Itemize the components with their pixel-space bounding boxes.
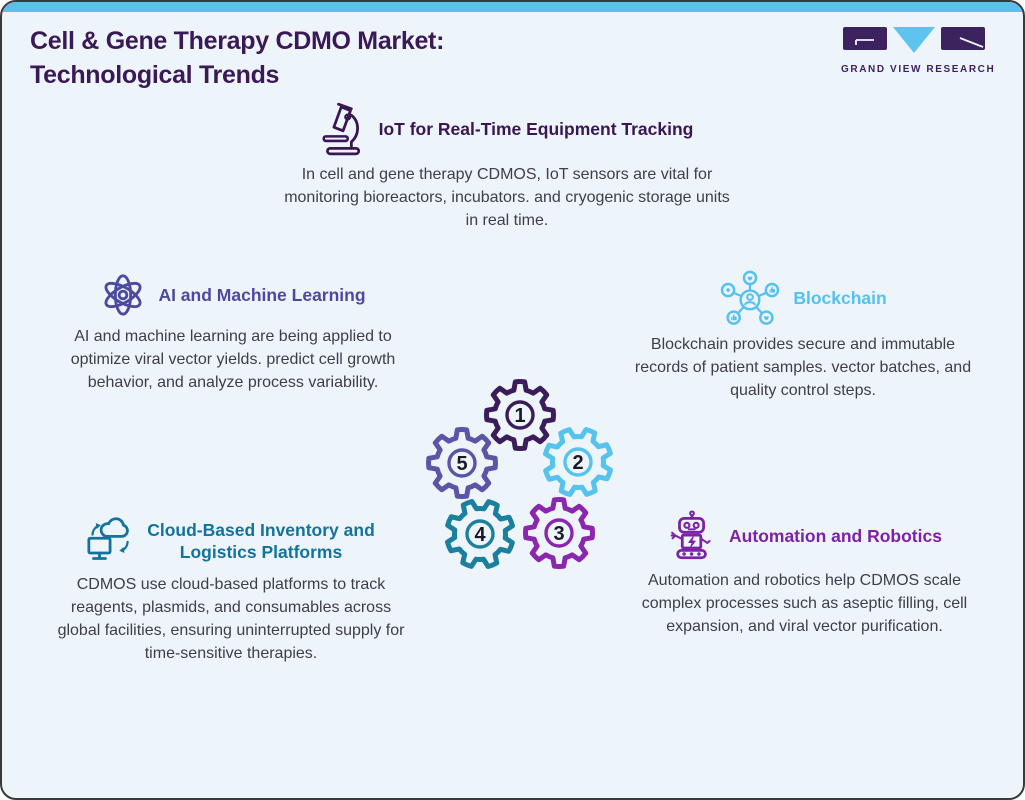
section-blockchain: Blockchain Blockchain provides secure an…	[617, 270, 989, 402]
gear-3: 3	[523, 497, 595, 569]
page-title: Cell & Gene Therapy CDMO Market: Technol…	[30, 27, 445, 89]
section-ai-body: AI and machine learning are being applie…	[70, 328, 396, 391]
section-iot-title: IoT for Real-Time Equipment Tracking	[378, 119, 694, 139]
section-ai-header: AI and Machine Learning	[44, 272, 422, 318]
gear-number: 2	[572, 452, 583, 474]
section-cloud-title: Cloud-Based Inventory and Logistics Plat…	[147, 520, 375, 562]
section-ai: AI and Machine Learning AI and machine l…	[44, 272, 422, 394]
section-ai-title: AI and Machine Learning	[158, 285, 366, 305]
section-cloud-header: Cloud-Based Inventory and Logistics Plat…	[35, 516, 427, 566]
gvr-logo-mark	[843, 27, 985, 53]
section-iot: IoT for Real-Time Equipment Tracking In …	[262, 102, 752, 232]
section-iot-header: IoT for Real-Time Equipment Tracking	[262, 102, 752, 156]
gear-5: 5	[426, 427, 498, 499]
section-blockchain-title: Blockchain	[793, 288, 887, 308]
gear-2: 2	[543, 427, 613, 497]
atom-icon	[100, 272, 146, 318]
section-blockchain-body: Blockchain provides secure and immutable…	[634, 336, 972, 399]
cloud-computing-icon	[87, 516, 135, 566]
section-automation: Automation and Robotics Automation and r…	[617, 510, 992, 638]
gear-cluster: 1 2 3 4 5	[426, 379, 613, 569]
top-accent-bar	[2, 2, 1023, 12]
section-cloud: Cloud-Based Inventory and Logistics Plat…	[35, 516, 427, 665]
gear-number: 4	[474, 524, 486, 546]
gear-4: 4	[445, 499, 515, 569]
blockchain-network-icon	[719, 270, 781, 326]
gvr-logo-text: GRAND VIEW RESEARCH	[841, 64, 996, 75]
section-iot-body: In cell and gene therapy CDMOS, IoT sens…	[284, 166, 730, 229]
section-automation-title: Automation and Robotics	[729, 526, 942, 546]
robot-icon	[667, 510, 717, 562]
microscope-icon	[321, 102, 367, 156]
gear-number: 5	[456, 453, 467, 475]
section-automation-body: Automation and robotics help CDMOS scale…	[641, 572, 968, 635]
section-automation-header: Automation and Robotics	[617, 510, 992, 562]
gear-number: 1	[514, 405, 525, 427]
gvr-logo: GRAND VIEW RESEARCH	[841, 26, 996, 75]
section-blockchain-header: Blockchain	[617, 270, 989, 326]
section-cloud-body: CDMOS use cloud-based platforms to track…	[57, 576, 405, 662]
gear-number: 3	[553, 523, 564, 545]
gear-1: 1	[484, 379, 556, 451]
